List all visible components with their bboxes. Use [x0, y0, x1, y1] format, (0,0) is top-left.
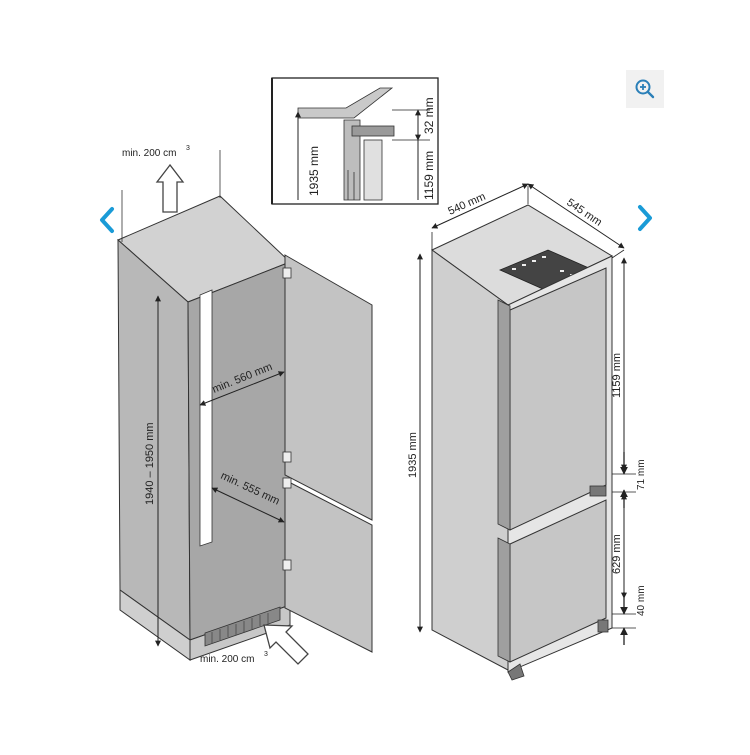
cabinet-height-label: 1940 – 1950 mm — [144, 422, 156, 505]
inset-detail: 1935 mm 32 mm 1159 mm — [271, 77, 439, 205]
chevron-left-icon — [100, 207, 114, 233]
next-image-button[interactable] — [630, 198, 660, 238]
fridge-height-label: 1935 mm — [407, 432, 419, 478]
fridge-drawing: 540 mm 545 mm 1935 mm 1159 mm 71 mm 629 … — [407, 183, 647, 681]
zoom-in-icon — [635, 79, 655, 99]
gap-bottom-label: 40 mm — [636, 585, 647, 616]
depth-lower-line — [211, 487, 285, 523]
inset-door-label: 1159 mm — [422, 151, 436, 200]
cabinet-upper-door — [284, 254, 373, 521]
fridge-depth-line — [527, 183, 625, 249]
zoom-in-button[interactable] — [626, 70, 664, 108]
bottom-clearance-superscript: 3 — [264, 651, 268, 658]
hinge-top — [282, 267, 292, 279]
top-clearance-superscript: 3 — [186, 145, 190, 152]
upper-door-label: 1159 mm — [611, 353, 623, 398]
cabinet-drawing: min. 200 cm 3 min. 200 cm 3 1940 – 1950 … — [117, 145, 373, 665]
hinge-bottom — [282, 559, 292, 571]
interior-opening — [199, 289, 213, 547]
gap-mid-label: 71 mm — [636, 459, 647, 490]
bottom-clearance-label: min. 200 cm — [200, 654, 254, 665]
hinge-mid-lower — [282, 477, 292, 489]
previous-image-button[interactable] — [92, 200, 122, 240]
top-clearance-label: min. 200 cm — [122, 148, 176, 159]
air-outlet-arrow — [155, 163, 185, 213]
depth-upper-line — [199, 371, 285, 406]
fridge-width-line — [431, 183, 529, 229]
lower-door-label: 629 mm — [611, 534, 623, 574]
hinge-mid — [282, 451, 292, 463]
fridge-left-side — [431, 249, 509, 671]
fridge-width-label: 540 mm — [446, 191, 487, 218]
chevron-right-icon — [638, 205, 652, 231]
inset-height-label: 1935 mm — [307, 146, 321, 196]
vent-grille — [204, 606, 281, 647]
air-inlet-arrow — [263, 624, 309, 665]
inset-gap-label: 32 mm — [422, 97, 436, 134]
